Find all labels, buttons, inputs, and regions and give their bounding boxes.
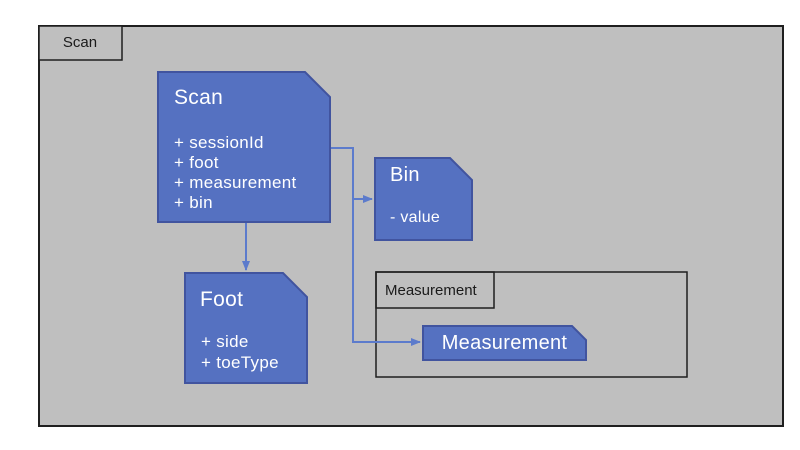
scan-node-title: Scan: [174, 86, 224, 109]
foot-node-title: Foot: [200, 288, 244, 311]
attribute-line: + toeType: [201, 353, 279, 372]
edge-scan-to-measurement: [331, 147, 421, 346]
scan-frame-tab: [38, 25, 123, 61]
attribute-line: + foot: [174, 153, 219, 172]
attribute-line: + sessionId: [174, 133, 264, 152]
attribute-line: + measurement: [174, 173, 297, 192]
frame-tab-label: Scan: [62, 34, 98, 51]
scan-node[interactable]: [157, 71, 331, 223]
foot-node[interactable]: [184, 272, 308, 384]
bin-node-title: Bin: [390, 164, 420, 186]
measurement-node[interactable]: [422, 325, 587, 361]
measurement-group-tab-label: Measurement: [385, 281, 477, 299]
foot-node-attributes: + side + toeType: [201, 331, 279, 373]
attribute-line: + bin: [174, 193, 213, 212]
measurement-group-tab: [375, 271, 495, 309]
scan-node-attributes: + sessionId + foot + measurement + bin: [174, 133, 297, 213]
attribute-line: + side: [201, 332, 249, 351]
measurement-group: [375, 271, 688, 378]
bin-node[interactable]: [374, 157, 473, 241]
measurement-node-label: Measurement: [441, 331, 568, 354]
attribute-line: - value: [390, 209, 441, 226]
